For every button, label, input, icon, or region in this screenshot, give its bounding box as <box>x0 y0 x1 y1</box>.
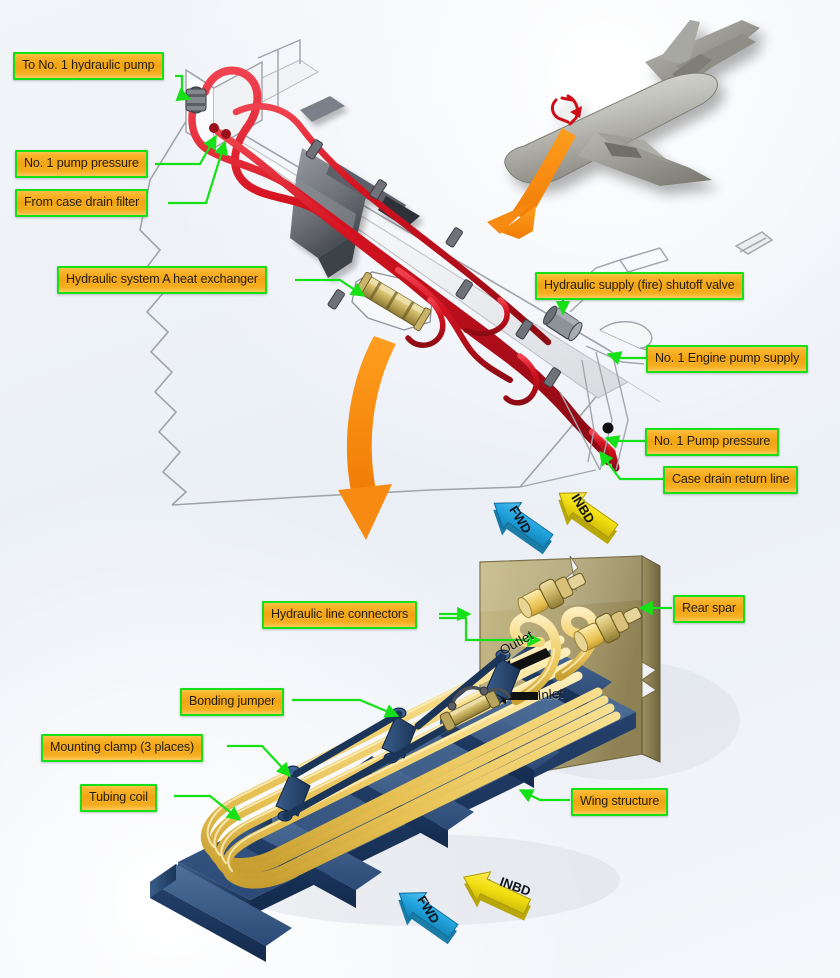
callout-mounting-clamp-3-places[interactable]: Mounting clamp (3 places) <box>41 734 204 762</box>
callout-rear-spar[interactable]: Rear spar <box>673 595 745 623</box>
leader-wing-structure <box>518 789 570 803</box>
callout-tubing-coil[interactable]: Tubing coil <box>80 784 157 812</box>
upper-wing-assembly <box>139 38 774 506</box>
hydraulic-tubing-network <box>188 66 620 472</box>
callout-to-no-1-hydraulic-pump[interactable]: To No. 1 hydraulic pump <box>13 52 164 80</box>
callout-hydraulic-supply-fire-shutoff-valve[interactable]: Hydraulic supply (fire) shutoff valve <box>535 272 744 300</box>
leader-from-case-drain-filter <box>168 140 228 205</box>
fitting-node <box>602 422 614 434</box>
leader-bonding-jumper <box>292 698 400 718</box>
leader-hydraulic-line-connectors-lower <box>439 616 542 648</box>
leader-engine-pump-supply <box>606 351 648 365</box>
callout-bonding-jumper[interactable]: Bonding jumper <box>180 688 285 716</box>
mounting-clamps <box>275 649 521 822</box>
leader-no-1-pump-pressure <box>155 134 217 166</box>
leader-mounting-clamp <box>227 744 291 778</box>
leader-to-no-1-hydraulic-pump <box>175 74 192 102</box>
leader-no-1-pump-pressure-2 <box>604 435 645 449</box>
inbd-arrow-upper <box>558 492 619 545</box>
callout-no-1-pump-pressure-2[interactable]: No. 1 Pump pressure <box>645 428 780 456</box>
callout-hydraulic-line-connectors[interactable]: Hydraulic line connectors <box>262 601 418 629</box>
leader-case-drain-return-line <box>599 450 664 481</box>
tubing-coil-highlight <box>206 636 579 872</box>
leader-heat-exchanger <box>295 278 366 297</box>
fwd-arrow-upper <box>493 502 554 555</box>
tubing-coil <box>200 635 621 889</box>
callout-wing-structure[interactable]: Wing structure <box>571 788 669 816</box>
callout-hydraulic-system-a-heat-exchanger[interactable]: Hydraulic system A heat exchanger <box>57 266 267 294</box>
inbd-arrow-lower <box>463 871 532 921</box>
detail-view-arrow <box>338 336 396 540</box>
bonding-jumper <box>439 685 512 732</box>
tube-clamps <box>305 139 561 388</box>
leader-tubing-coil <box>174 794 242 821</box>
callout-no-1-pump-pressure[interactable]: No. 1 pump pressure <box>15 150 148 178</box>
hydraulic-line-connectors <box>517 572 642 653</box>
callout-no-1-engine-pump-supply[interactable]: No. 1 Engine pump supply <box>646 345 809 373</box>
heat-exchanger-detail-assembly <box>150 555 740 962</box>
callout-from-case-drain-filter[interactable]: From case drain filter <box>15 189 149 217</box>
fwd-arrow-lower <box>398 892 459 945</box>
aircraft-locator-arrow <box>487 128 576 239</box>
callout-case-drain-return-line[interactable]: Case drain return line <box>663 466 799 494</box>
